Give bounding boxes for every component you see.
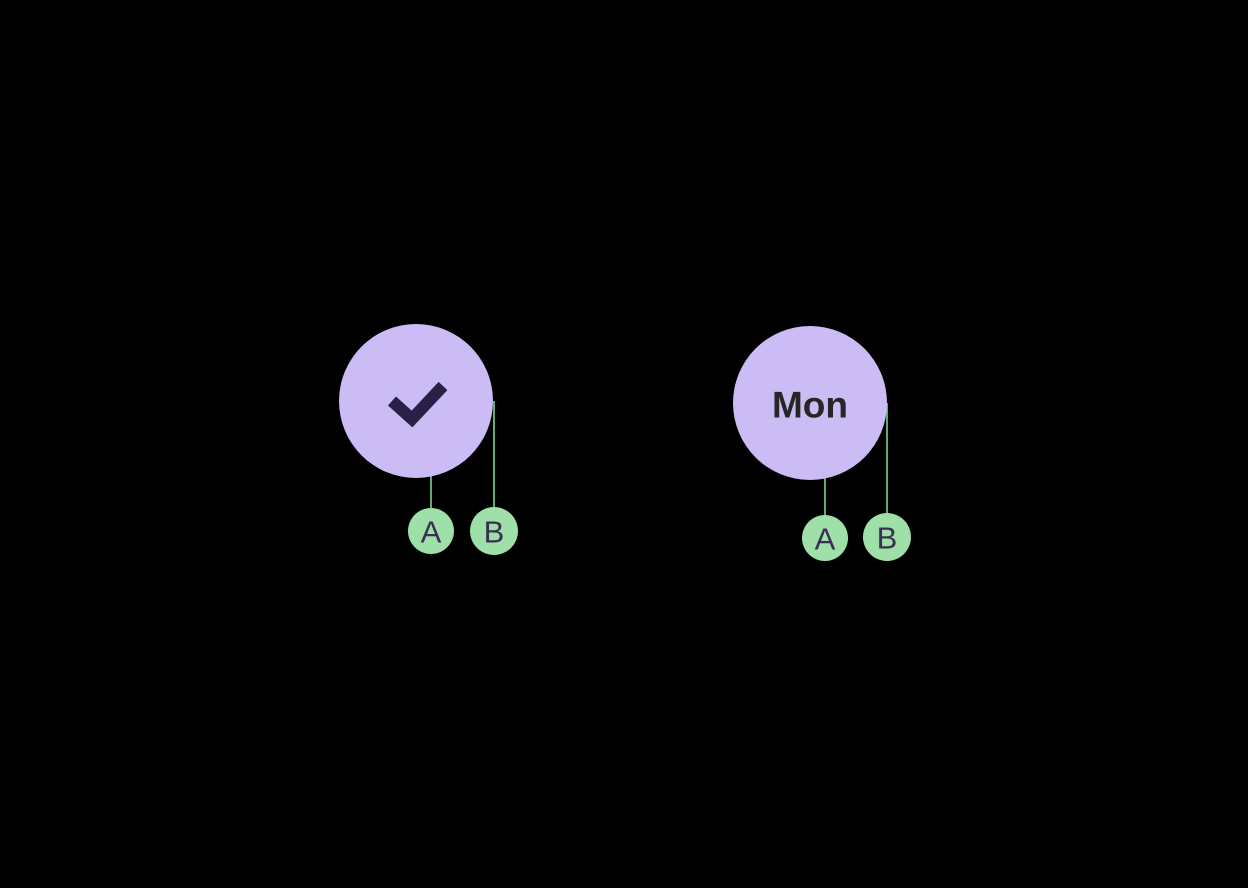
node-left-a-label: A: [421, 515, 442, 550]
node-right-a-label: A: [815, 522, 836, 557]
mon-node[interactable]: [733, 326, 887, 480]
node-right-b[interactable]: [863, 513, 911, 561]
node-left-a[interactable]: [408, 508, 454, 554]
group-right: Mon A B: [733, 326, 911, 561]
checkmark-node[interactable]: [339, 324, 493, 478]
check-icon: [387, 381, 448, 428]
group-left: A B: [339, 324, 518, 555]
node-right-b-label: B: [877, 521, 898, 556]
node-right-a[interactable]: [802, 515, 848, 561]
mon-node-label: Mon: [772, 385, 848, 426]
node-left-b[interactable]: [470, 507, 518, 555]
node-left-b-label: B: [484, 515, 505, 550]
